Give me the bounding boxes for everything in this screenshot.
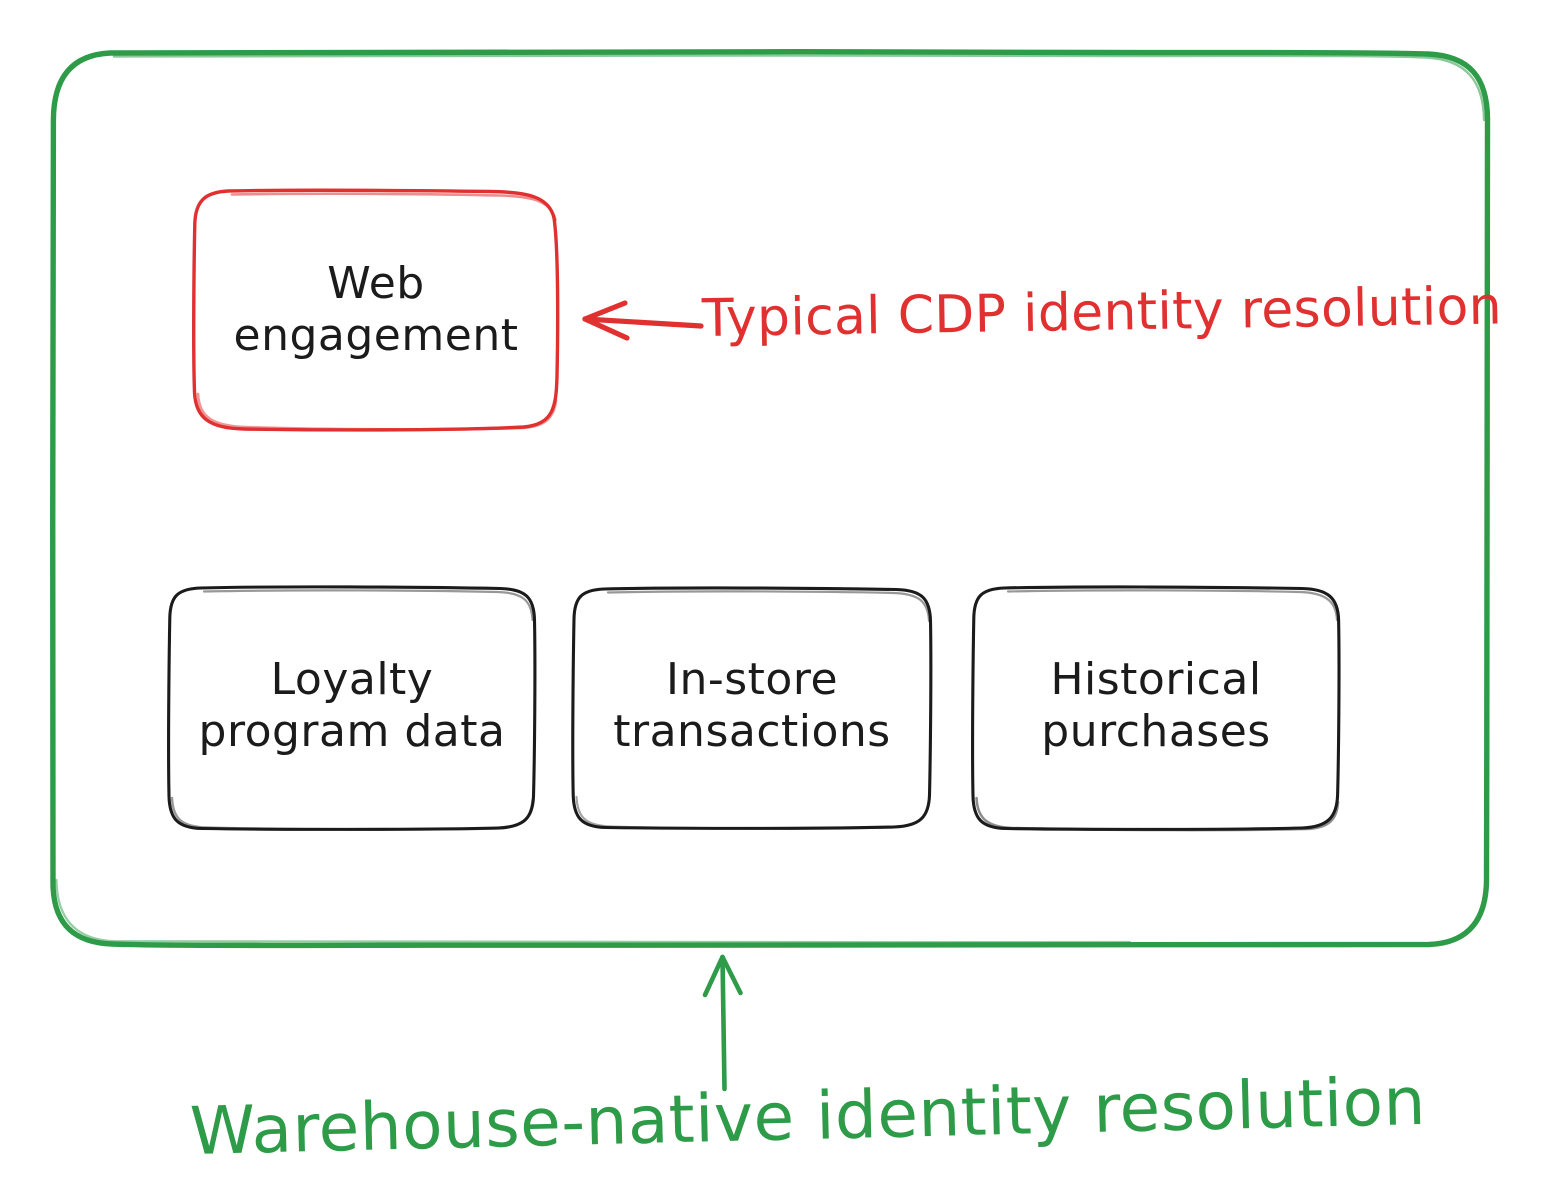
node-label-line2: program data — [198, 706, 506, 757]
node-label-line2: engagement — [233, 310, 519, 361]
node-web-engagement-outline — [192, 188, 560, 432]
node-in-store-transactions-outline — [571, 586, 933, 830]
node-historical-purchases-outline — [971, 585, 1341, 832]
node-loyalty-program-data-outline — [167, 585, 537, 831]
node-label-loyalty-program-data: Loyalty program data — [169, 622, 535, 790]
warehouse-native-arrow-icon — [702, 954, 743, 1092]
annotation-typical-cdp-identity-resolution: Typical CDP identity resolution — [701, 276, 1503, 349]
node-label-web-engagement: Web engagement — [194, 215, 558, 405]
typical-cdp-arrow-icon — [582, 300, 704, 341]
node-label-line2: transactions — [613, 706, 891, 757]
node-label-line1: Web — [327, 258, 425, 310]
node-label-line1: In-store — [665, 654, 839, 706]
node-label-historical-purchases: Historical purchases — [973, 622, 1339, 790]
node-label-in-store-transactions: In-store transactions — [573, 622, 931, 790]
node-label-line1: Historical — [1050, 654, 1262, 706]
node-label-line2: purchases — [1041, 706, 1271, 757]
warehouse-container-outline — [49, 48, 1491, 949]
node-label-line1: Loyalty — [270, 654, 434, 706]
